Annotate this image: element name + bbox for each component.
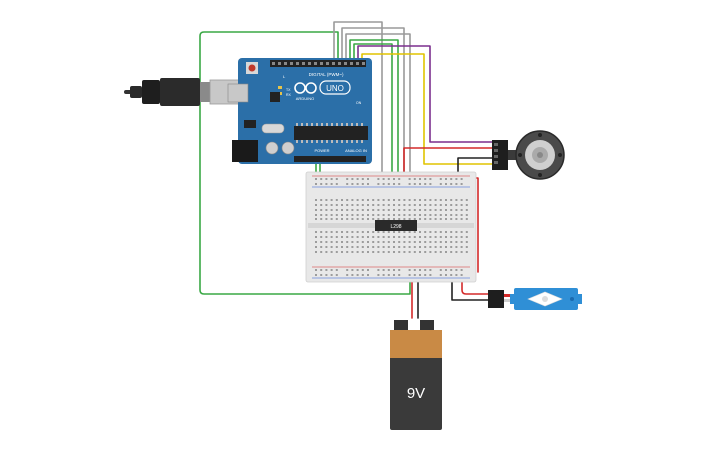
arduino-uno-board[interactable]: DIGITAL (PWM~) UNO ARDUINO L TX RX ON	[227, 58, 372, 164]
wire-red-servo[interactable]	[461, 185, 491, 295]
wire-green-3[interactable]	[353, 43, 393, 201]
tx-led-label: TX	[286, 88, 291, 92]
arduino-logo: UNO ARDUINO	[294, 80, 351, 101]
wire-gray-1[interactable]	[333, 21, 383, 201]
atmega-chip	[294, 126, 368, 140]
power-header-label: POWER	[314, 148, 329, 153]
battery-9v[interactable]: 9V	[390, 320, 442, 430]
battery-label: 9V	[407, 385, 425, 402]
wire-purple[interactable]	[357, 45, 495, 143]
usb-plug[interactable]	[130, 78, 241, 106]
uno-label: UNO	[326, 84, 344, 93]
wire-green-loop[interactable]	[199, 31, 411, 295]
dc-power-jack[interactable]	[232, 140, 258, 162]
arduino-label: ARDUINO	[296, 96, 314, 101]
l298-motor-driver[interactable]: L298	[375, 220, 417, 231]
wire-yellow[interactable]	[361, 53, 495, 165]
on-led-label: ON	[356, 101, 362, 105]
rotary-encoder[interactable]	[492, 130, 565, 180]
wire-green-2[interactable]	[349, 39, 399, 201]
servo-motor[interactable]	[488, 288, 582, 310]
wire-gray-3[interactable]	[345, 33, 411, 201]
rx-led-label: RX	[286, 93, 292, 97]
wire-gray-2[interactable]	[341, 27, 405, 201]
l-led-label: L	[283, 74, 286, 79]
digital-header-label: DIGITAL (PWM~)	[309, 72, 344, 77]
breadboard-holes	[315, 178, 468, 276]
ic-label: L298	[390, 224, 401, 230]
analog-header-label: ANALOG IN	[345, 148, 367, 153]
